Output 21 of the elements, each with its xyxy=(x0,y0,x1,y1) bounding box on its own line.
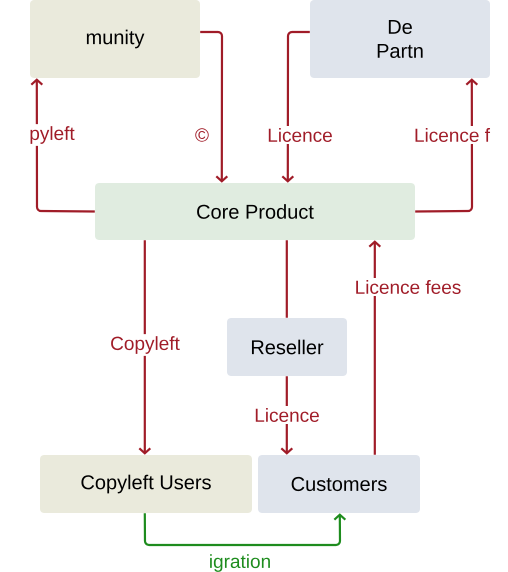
process-box: munity xyxy=(30,0,200,78)
process-box: Reseller xyxy=(227,318,347,376)
arrow xyxy=(30,78,95,213)
edge-label: © xyxy=(193,126,211,144)
edge-label: Licence xyxy=(252,406,322,424)
arrow xyxy=(138,240,152,455)
edge-label: igration xyxy=(206,552,274,572)
process-box: Copyleft Users xyxy=(40,455,252,513)
edge-label: Copyleft xyxy=(108,334,182,356)
edge-label: Licence f xyxy=(412,126,492,144)
process-box: Core Product xyxy=(95,183,415,240)
edge-label: Licence fees xyxy=(352,278,464,296)
process-box: De Partn xyxy=(310,0,490,78)
arrow xyxy=(282,30,310,183)
arrow xyxy=(368,240,382,455)
edge-label: pyleft xyxy=(27,124,77,146)
process-box: Customers xyxy=(258,455,420,513)
edge-label: Licence xyxy=(265,126,335,144)
arrow xyxy=(200,30,228,183)
arrow xyxy=(144,513,346,546)
arrow xyxy=(415,78,478,213)
